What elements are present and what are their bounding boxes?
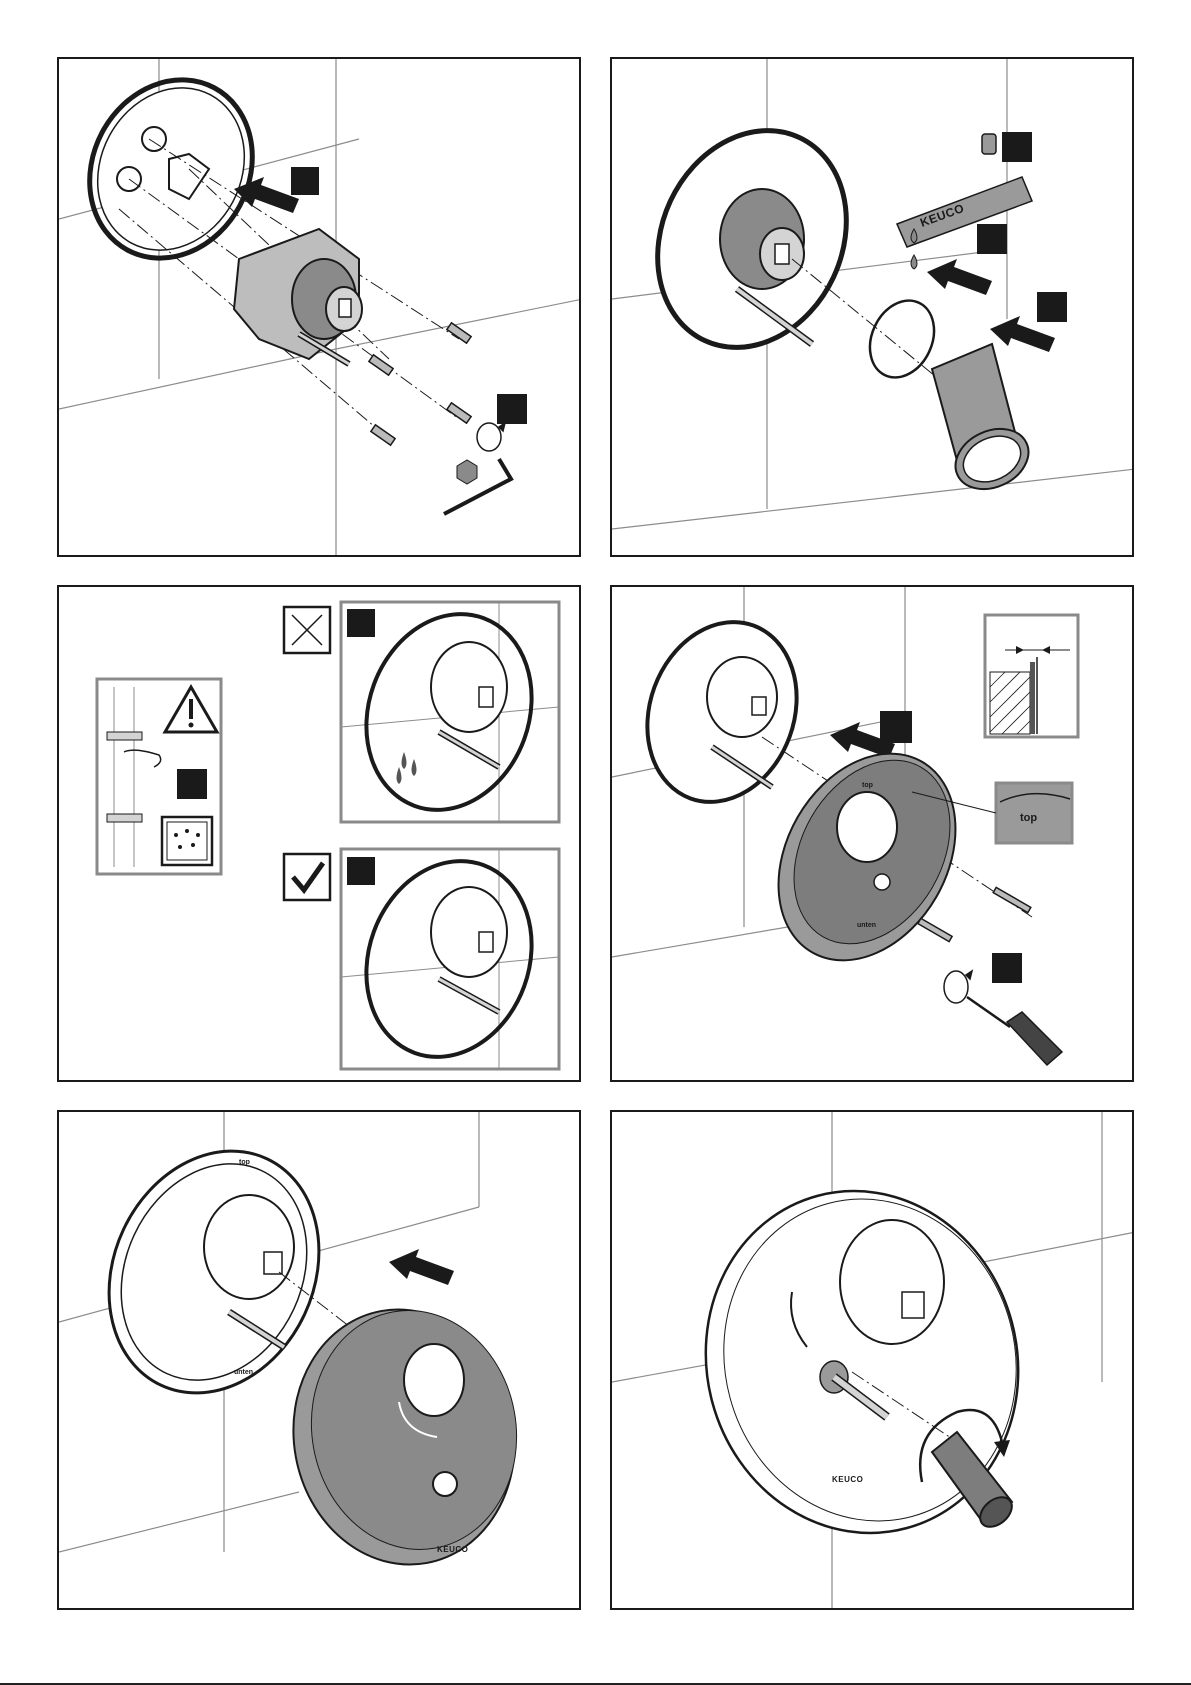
step-marker-a xyxy=(1002,132,1032,162)
pipe-info-box xyxy=(97,679,221,874)
step-marker-a xyxy=(880,711,912,743)
water-drops-icon xyxy=(162,817,212,865)
right-mark-icon xyxy=(284,854,330,900)
step-panel-1 xyxy=(57,57,581,557)
step-panel-5: top unten KEUCO xyxy=(57,1110,581,1610)
screws xyxy=(369,323,471,445)
wrong-installation-view xyxy=(340,591,559,834)
step-marker-b xyxy=(347,609,375,637)
step-marker-b xyxy=(497,394,527,424)
step-2-illustration: KEUCO xyxy=(612,59,1134,557)
step-3-illustration xyxy=(59,587,581,1082)
screwdriver-icon xyxy=(967,997,1062,1065)
push-arrow-icon-1 xyxy=(927,259,992,295)
step-6-illustration: KEUCO xyxy=(612,1112,1134,1610)
cover-rosette: KEUCO xyxy=(273,1292,535,1582)
step-marker-a xyxy=(177,769,207,799)
valve-with-ring xyxy=(623,99,881,378)
sleeve xyxy=(932,344,1038,500)
rosette-brand-label: KEUCO xyxy=(437,1545,468,1554)
step-marker-b xyxy=(992,953,1022,983)
valve-body xyxy=(234,229,362,364)
wall-gap-detail xyxy=(985,615,1078,737)
step-marker-c xyxy=(347,857,375,885)
plate-bottom-label: unten xyxy=(857,922,876,929)
wrong-mark-icon xyxy=(284,607,330,653)
step-5-illustration: top unten KEUCO xyxy=(59,1112,581,1610)
detail-top-label: top xyxy=(1020,812,1037,824)
plate-bottom-label: unten xyxy=(234,1369,253,1376)
step-panel-2: KEUCO xyxy=(610,57,1134,557)
step-panel-4: top unten top xyxy=(610,585,1134,1082)
valve-with-ring xyxy=(623,601,821,823)
step-marker-c xyxy=(1037,292,1067,322)
plate-top-label: top xyxy=(862,782,873,789)
step-marker-b xyxy=(977,224,1007,254)
mounting-plate: top unten xyxy=(743,722,992,993)
push-arrow-icon xyxy=(234,167,319,213)
step-1-illustration xyxy=(59,59,581,557)
step-marker-a xyxy=(291,167,319,195)
correct-installation-view xyxy=(340,838,559,1081)
rotate-icon xyxy=(477,423,505,451)
step-panel-6: KEUCO xyxy=(610,1110,1134,1610)
grease-drop-icons xyxy=(911,229,917,269)
step-panel-3 xyxy=(57,585,581,1082)
hex-icon xyxy=(457,460,477,484)
step-4-illustration: top unten top xyxy=(612,587,1134,1082)
push-arrow-icon xyxy=(389,1249,454,1285)
installed-brand-label: KEUCO xyxy=(832,1475,863,1484)
plate-top-label: top xyxy=(239,1159,250,1166)
